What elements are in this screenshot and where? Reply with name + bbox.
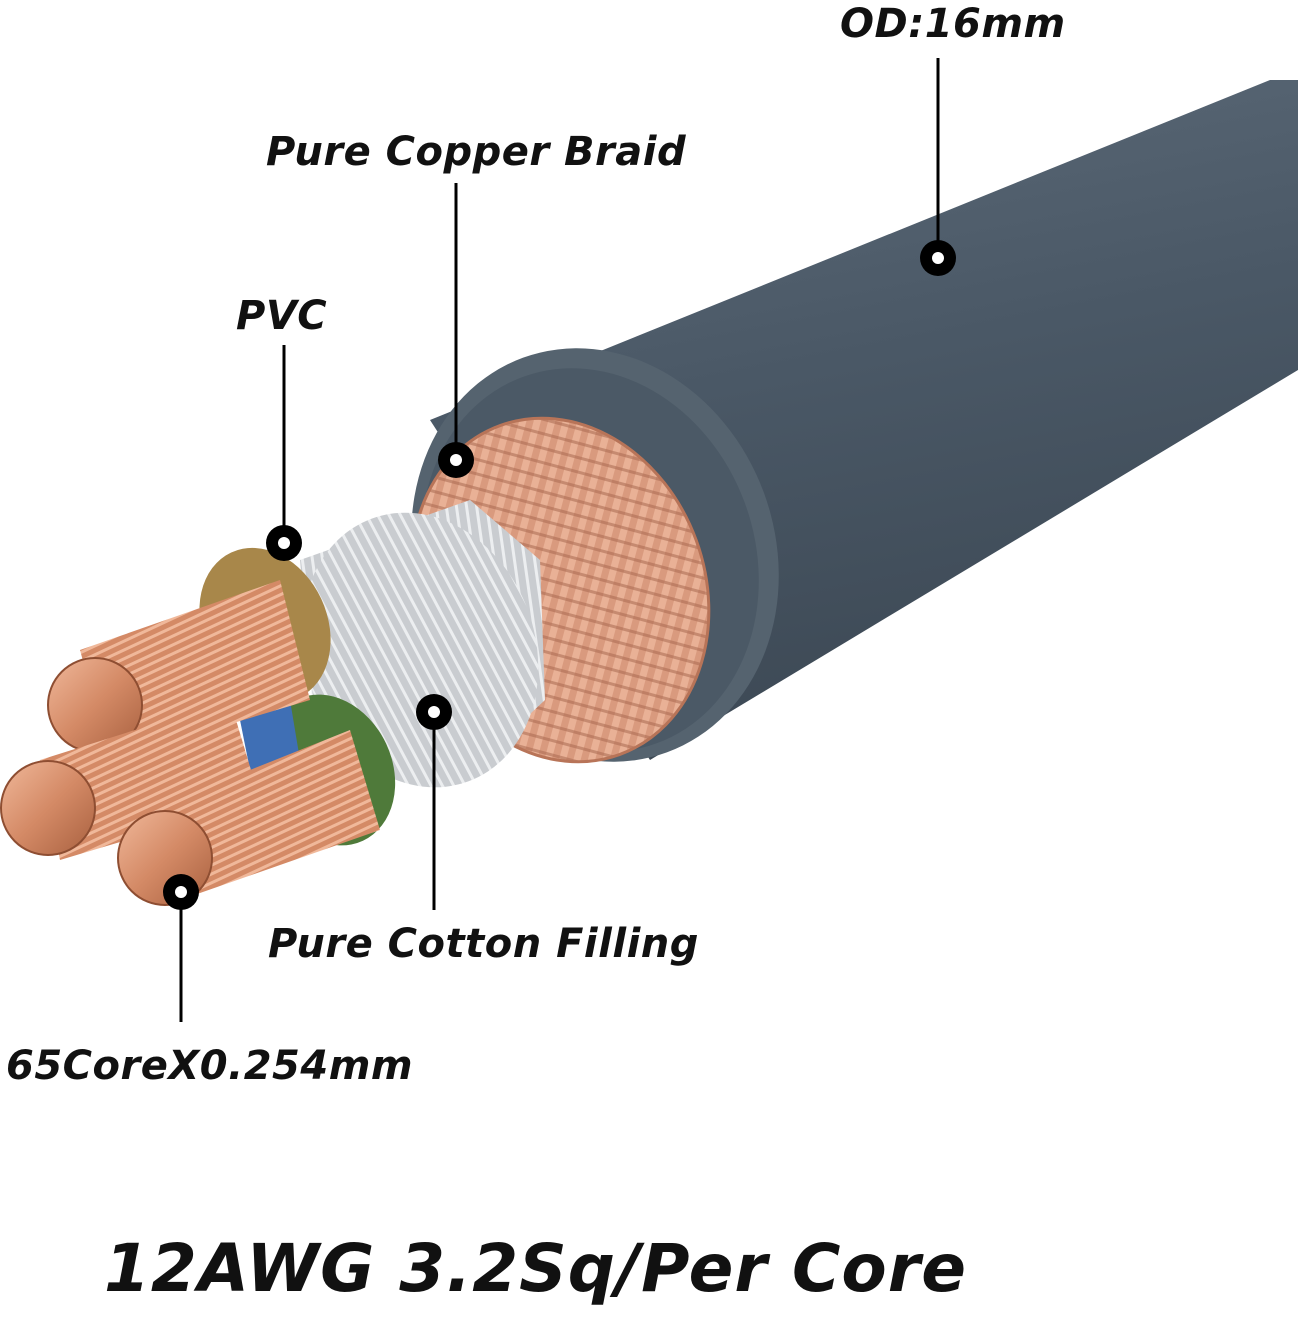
copper-conductor-top bbox=[47, 580, 310, 760]
copper-conductor-left bbox=[0, 700, 260, 860]
filling-leader bbox=[416, 694, 452, 910]
braid-label: Pure Copper Braid bbox=[266, 129, 687, 175]
filling-label: Pure Cotton Filling bbox=[268, 921, 699, 967]
od-leader bbox=[920, 58, 956, 276]
od-label: OD:16mm bbox=[840, 1, 1066, 47]
pvc-label: PVC bbox=[236, 293, 328, 339]
braid-leader bbox=[438, 183, 474, 478]
cores-label: 65CoreX0.254mm bbox=[6, 1043, 414, 1089]
cores-leader bbox=[163, 874, 199, 1022]
pvc-leader bbox=[266, 345, 302, 561]
spec-caption: 12AWG 3.2Sq/Per Core bbox=[104, 1230, 968, 1307]
